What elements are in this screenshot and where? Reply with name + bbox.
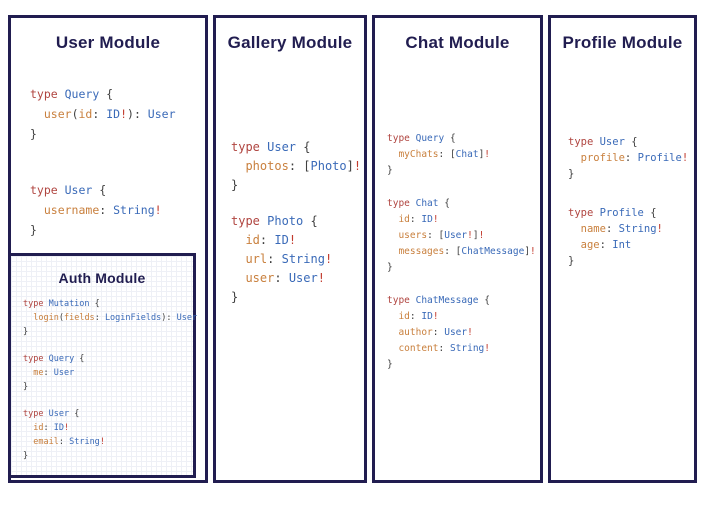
auth-module-title: Auth Module [58,270,146,286]
code-block: type Mutation { login(fields: LoginField… [23,297,198,339]
code-block: type User { id: ID! email: String!} [23,407,193,463]
code-line: type Chat { [387,198,450,209]
code-line: type ChatMessage { [387,295,490,306]
code-line: type User { [30,183,107,197]
code-line: age: Int [580,239,632,251]
code-line: type Query { [23,354,85,364]
code-block: type Query { user(id: ID!): User} [30,84,205,144]
code-line: user(id: ID!): User [43,107,176,121]
profile-module-panel: Profile Module type User { profile: Prof… [548,15,697,483]
code-line: } [23,327,29,337]
code-line: login(fields: LoginFields): User [33,313,198,323]
code-line: name: String! [580,223,663,235]
code-line: type User { [568,136,638,148]
code-block: type User { profile: Profile!} [568,134,694,182]
code-block: type ChatMessage { id: ID! author: User!… [387,293,540,373]
code-block: type User { photos: [Photo]!} [231,138,364,195]
code-line: profile: Profile! [580,152,689,164]
code-line: } [387,165,393,176]
code-block: type Query { myChats: [Chat]!} [387,131,540,179]
code-line: email: String! [33,437,105,447]
code-line: content: String! [398,343,491,354]
profile-module-title: Profile Module [562,33,683,52]
code-line: user: User! [245,271,325,285]
chat-module-code: type Query { myChats: [Chat]!}type Chat … [387,131,540,373]
code-line: id: ID! [398,214,439,225]
code-line: } [30,223,37,237]
code-line: username: String! [43,203,162,217]
code-line: id: ID! [33,423,70,433]
gallery-module-code: type User { photos: [Photo]!}type Photo … [231,138,364,307]
auth-module-code: type Mutation { login(fields: LoginField… [23,297,198,463]
user-module-title: User Module [55,33,161,52]
profile-module-code: type User { profile: Profile!}type Profi… [568,134,694,269]
code-line: photos: [Photo]! [245,159,362,173]
code-line: } [23,382,29,392]
code-line: } [568,168,575,180]
gallery-module-panel: Gallery Module type User { photos: [Phot… [213,15,367,483]
code-line: type Mutation { [23,299,100,309]
code-line: } [231,178,239,192]
code-block: type Chat { id: ID! users: [User!]! mess… [387,196,540,276]
code-line: type User { [23,409,80,419]
code-line: } [30,127,37,141]
code-line: } [231,290,239,304]
code-line: messages: [ChatMessage]! [398,246,536,257]
code-line: id: ID! [245,233,297,247]
code-line: type Photo { [231,214,318,228]
code-line: } [387,262,393,273]
code-line: } [568,255,575,267]
code-line: url: String! [245,252,333,266]
code-line: myChats: [Chat]! [398,149,491,160]
code-line: type Query { [30,87,114,101]
code-line: author: User! [398,327,473,338]
code-line: type Query { [387,133,456,144]
code-block: type Photo { id: ID! url: String! user: … [231,212,364,307]
code-block: type Query { me: User} [23,352,193,394]
code-line: users: [User!]! [398,230,485,241]
code-line: } [387,359,393,370]
chat-module-title: Chat Module [405,33,510,52]
code-block: type User { username: String!} [30,180,205,240]
code-line: id: ID! [398,311,439,322]
code-line: me: User [33,368,75,378]
user-module-panel: User Module type Query { user(id: ID!): … [8,15,208,483]
user-module-code: type Query { user(id: ID!): User}type Us… [30,84,205,240]
code-block: type Profile { name: String! age: Int} [568,205,694,269]
auth-module-panel: Auth Module type Mutation { login(fields… [8,253,198,478]
code-line: type Profile { [568,207,657,219]
code-line: } [23,451,29,461]
code-line: type User { [231,140,311,154]
gallery-module-title: Gallery Module [227,33,353,52]
chat-module-panel: Chat Module type Query { myChats: [Chat]… [372,15,543,483]
